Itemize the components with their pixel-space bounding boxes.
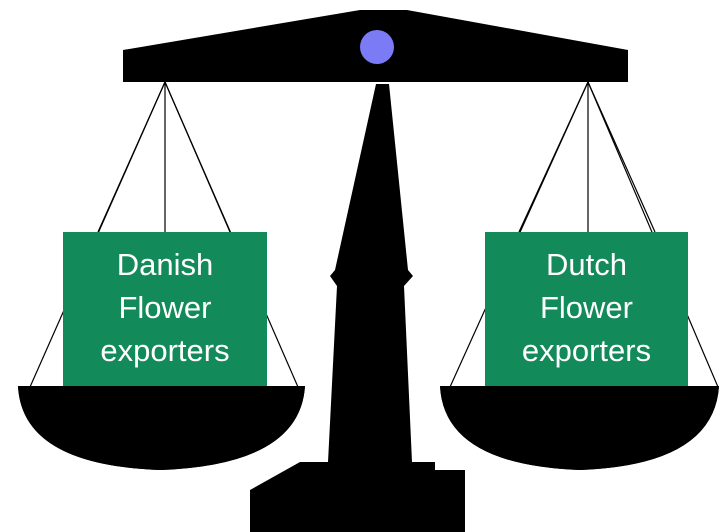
scale-column: [250, 84, 465, 532]
right-box-line-3: exporters: [521, 333, 652, 368]
pivot-knob: [360, 30, 394, 64]
right-pan: [440, 386, 719, 470]
left-box-line-2: Flower: [118, 290, 212, 325]
dutch-flower-exporters-box: Dutch Flower exporters: [485, 232, 688, 388]
left-box-line-3: exporters: [100, 333, 230, 368]
right-box-line-2: Flower: [539, 290, 633, 325]
right-box-line-1: Dutch: [546, 247, 627, 282]
left-pan: [18, 386, 305, 470]
danish-flower-exporters-box: Danish Flower exporters: [63, 232, 267, 388]
left-box-line-1: Danish: [116, 247, 214, 282]
